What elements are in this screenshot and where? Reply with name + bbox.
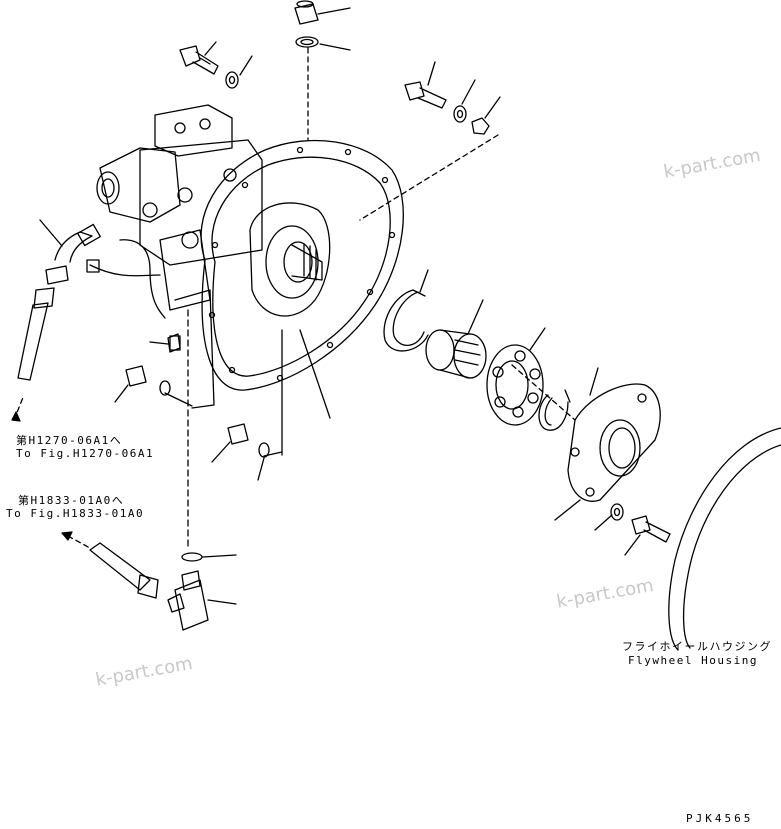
lower-fitting (61, 309, 237, 631)
fig-reference-2-jp: 第H1833-01A0へ (18, 494, 125, 507)
snap-ring-icon (383, 289, 429, 352)
o-ring-icon (181, 552, 203, 562)
o-ring-icon (258, 442, 270, 458)
flywheel-label-en: Flywheel Housing (628, 654, 758, 667)
bearing-group (383, 269, 571, 431)
flywheel-label-jp: フライホイールハウジング (622, 640, 772, 653)
fig-reference-2-en: To Fig.H1833-01A0 (6, 507, 145, 520)
o-ring-icon (159, 380, 171, 396)
elbow-fitting-icon (174, 579, 209, 631)
o-ring-icon (295, 36, 319, 48)
fig-reference-1-en: To Fig.H1270-06A1 (16, 447, 155, 460)
flywheel-housing (668, 427, 781, 651)
snap-ring-icon (538, 394, 569, 431)
fig-reference-1-jp: 第H1270-06A1へ (16, 434, 123, 447)
plug-icon (125, 365, 147, 387)
washer-icon (225, 71, 239, 89)
fig-reference-2: 第H1833-01A0へ To Fig.H1833-01A0 (6, 494, 144, 520)
washer-icon (453, 105, 467, 123)
hose-icon (89, 542, 151, 591)
bolt-icon (179, 45, 219, 75)
needle-bearing-icon (425, 329, 487, 379)
washer-icon (610, 503, 624, 521)
pump-flange (200, 139, 404, 391)
ball-bearing-icon (486, 344, 544, 426)
plug-icon (294, 3, 319, 25)
nut-icon (471, 117, 490, 135)
hose-group (11, 219, 101, 422)
bolt-icon (404, 81, 447, 109)
bracket-cover (511, 364, 671, 556)
plug-icon (227, 423, 249, 445)
drawing-code: PJK4565 (686, 812, 754, 825)
bolt-icon (631, 515, 671, 543)
hose-icon (17, 302, 49, 381)
fig-reference-1: 第H1270-06A1へ To Fig.H1270-06A1 (16, 434, 154, 460)
bolts-group (179, 0, 501, 221)
pump-body (86, 104, 263, 409)
